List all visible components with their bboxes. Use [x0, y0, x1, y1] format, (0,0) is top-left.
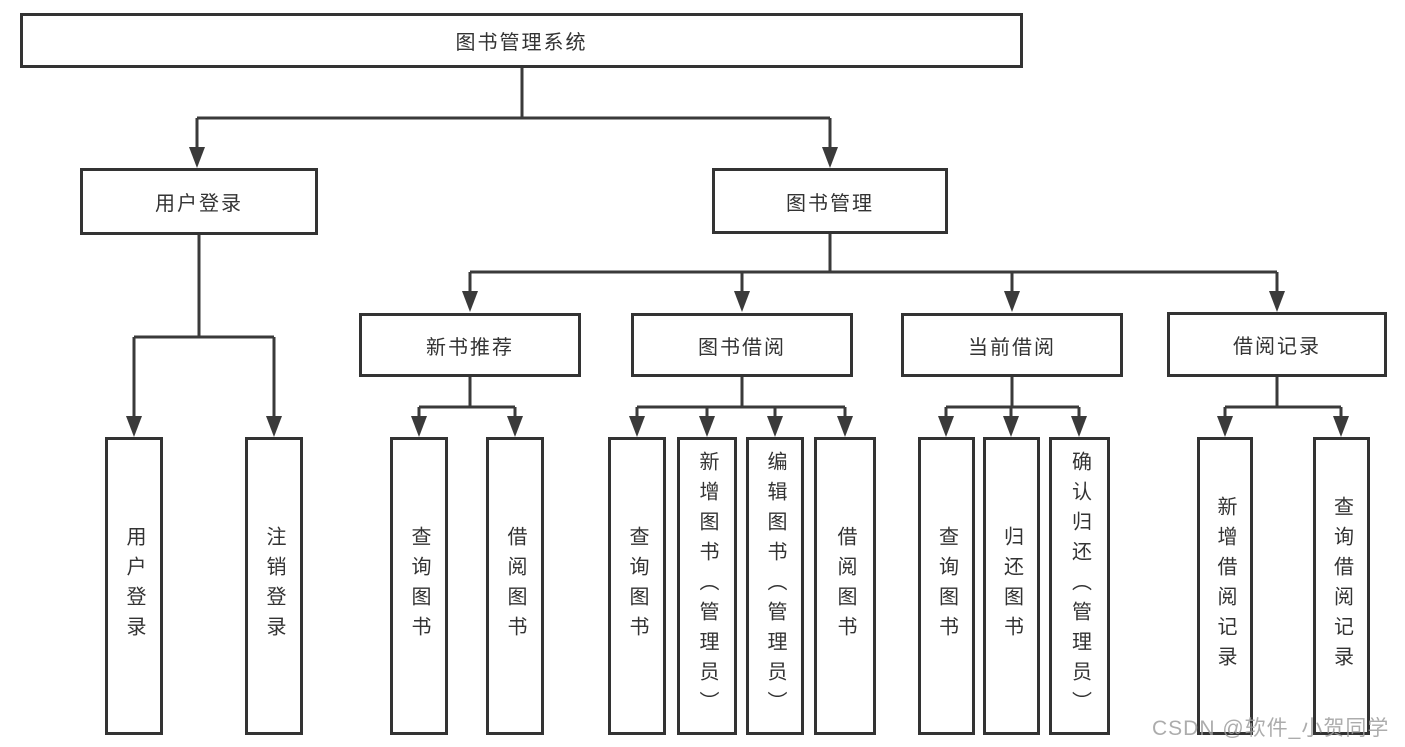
arrow-down-icon	[699, 416, 715, 437]
leaf-query-books-borrow: 查询图书	[608, 437, 666, 735]
leaf-label: 用户登录	[123, 526, 145, 646]
leaf-label: 借阅图书	[834, 526, 856, 646]
arrow-down-icon	[266, 416, 282, 437]
arrow-down-icon	[1004, 291, 1020, 312]
arrow-down-icon	[126, 416, 142, 437]
leaf-label: 查询图书	[935, 526, 958, 646]
arrow-down-icon	[1003, 416, 1019, 437]
watermark: CSDN @软件_小贺同学	[1152, 717, 1390, 740]
arrow-down-icon	[629, 416, 645, 437]
leaf-query-books-recommend: 查询图书	[390, 437, 448, 735]
leaf-label: 查询图书	[408, 526, 430, 646]
arrow-down-icon	[837, 416, 853, 437]
arrow-down-icon	[189, 147, 205, 168]
leaf-return-book: 归还图书	[983, 437, 1040, 735]
arrow-down-icon	[1333, 416, 1349, 437]
arrow-down-icon	[938, 416, 954, 437]
arrow-down-icon	[411, 416, 427, 437]
leaf-label: 新增借阅记录	[1214, 496, 1236, 676]
arrow-down-icon	[507, 416, 523, 437]
leaf-user-login: 用户登录	[105, 437, 163, 735]
leaf-label: 注销登录	[263, 526, 285, 646]
leaf-query-books-current: 查询图书	[918, 437, 975, 735]
arrow-down-icon	[734, 291, 750, 312]
arrow-down-icon	[767, 416, 783, 437]
leaf-label: 查询图书	[626, 526, 648, 646]
arrow-down-icon	[1071, 416, 1087, 437]
node-book-borrow: 图书借阅	[631, 313, 853, 377]
node-borrow-records: 借阅记录	[1167, 312, 1387, 377]
node-book-management: 图书管理	[712, 168, 948, 234]
leaf-label: 编辑图书（管理员）	[764, 451, 786, 721]
leaf-query-borrow-record: 查询借阅记录	[1313, 437, 1370, 735]
leaf-label: 归还图书	[1000, 526, 1023, 646]
leaf-label: 借阅图书	[504, 526, 526, 646]
leaf-label: 查询借阅记录	[1330, 496, 1353, 676]
leaf-confirm-return-admin: 确认归还（管理员）	[1049, 437, 1110, 735]
leaf-logout-login: 注销登录	[245, 437, 303, 735]
arrow-down-icon	[462, 291, 478, 312]
node-user-login: 用户登录	[80, 168, 318, 235]
leaf-add-book-admin: 新增图书（管理员）	[677, 437, 737, 735]
node-system-root: 图书管理系统	[20, 13, 1023, 68]
node-new-book-recommend: 新书推荐	[359, 313, 581, 377]
leaf-add-borrow-record: 新增借阅记录	[1197, 437, 1253, 735]
leaf-borrow-book: 借阅图书	[814, 437, 876, 735]
arrow-down-icon	[822, 147, 838, 168]
arrow-down-icon	[1217, 416, 1233, 437]
leaf-edit-book-admin: 编辑图书（管理员）	[746, 437, 804, 735]
leaf-label: 新增图书（管理员）	[696, 451, 718, 721]
node-current-borrow: 当前借阅	[901, 313, 1123, 377]
arrow-down-icon	[1269, 291, 1285, 312]
leaf-borrow-books-recommend: 借阅图书	[486, 437, 544, 735]
leaf-label: 确认归还（管理员）	[1068, 451, 1091, 721]
